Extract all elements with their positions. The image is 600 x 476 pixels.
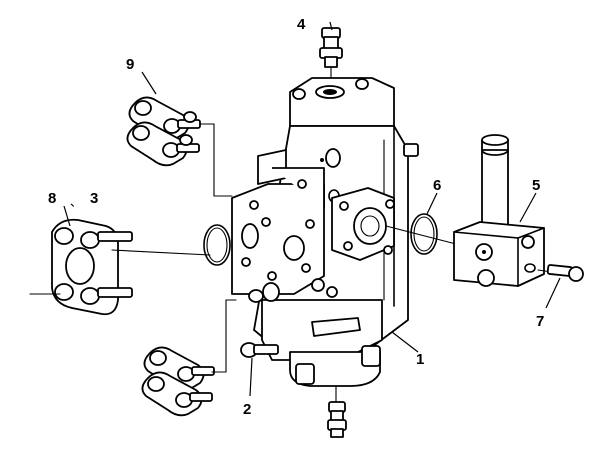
part-1-valve-body — [231, 77, 419, 387]
callout-2: 2 — [243, 401, 251, 418]
part-9-upper-flange-fittings — [126, 96, 233, 197]
callout-labels: 1 2 3 4 5 6 7 8 9 、 — [48, 16, 544, 418]
callout-9: 9 — [126, 56, 134, 73]
callout-5: 5 — [532, 177, 540, 194]
callout-7: 7 — [536, 313, 544, 330]
callout-4: 4 — [297, 16, 306, 33]
part-2-bolt — [240, 289, 279, 358]
leader-lines — [63, 21, 561, 397]
part-8-left-flange — [29, 218, 211, 316]
callout-6: 6 — [433, 177, 441, 194]
callout-separator-mark: 、 — [70, 195, 82, 209]
part-5-valve-block — [453, 134, 545, 287]
callout-3: 3 — [90, 190, 98, 207]
o-ring-left — [203, 224, 231, 266]
callout-1: 1 — [416, 351, 424, 368]
part-6-o-ring — [385, 213, 457, 255]
callout-8: 8 — [48, 190, 56, 207]
part-9-lower-flange-fittings — [141, 299, 237, 417]
part-7-bolt — [537, 264, 584, 282]
bottom-fitting — [327, 385, 347, 438]
